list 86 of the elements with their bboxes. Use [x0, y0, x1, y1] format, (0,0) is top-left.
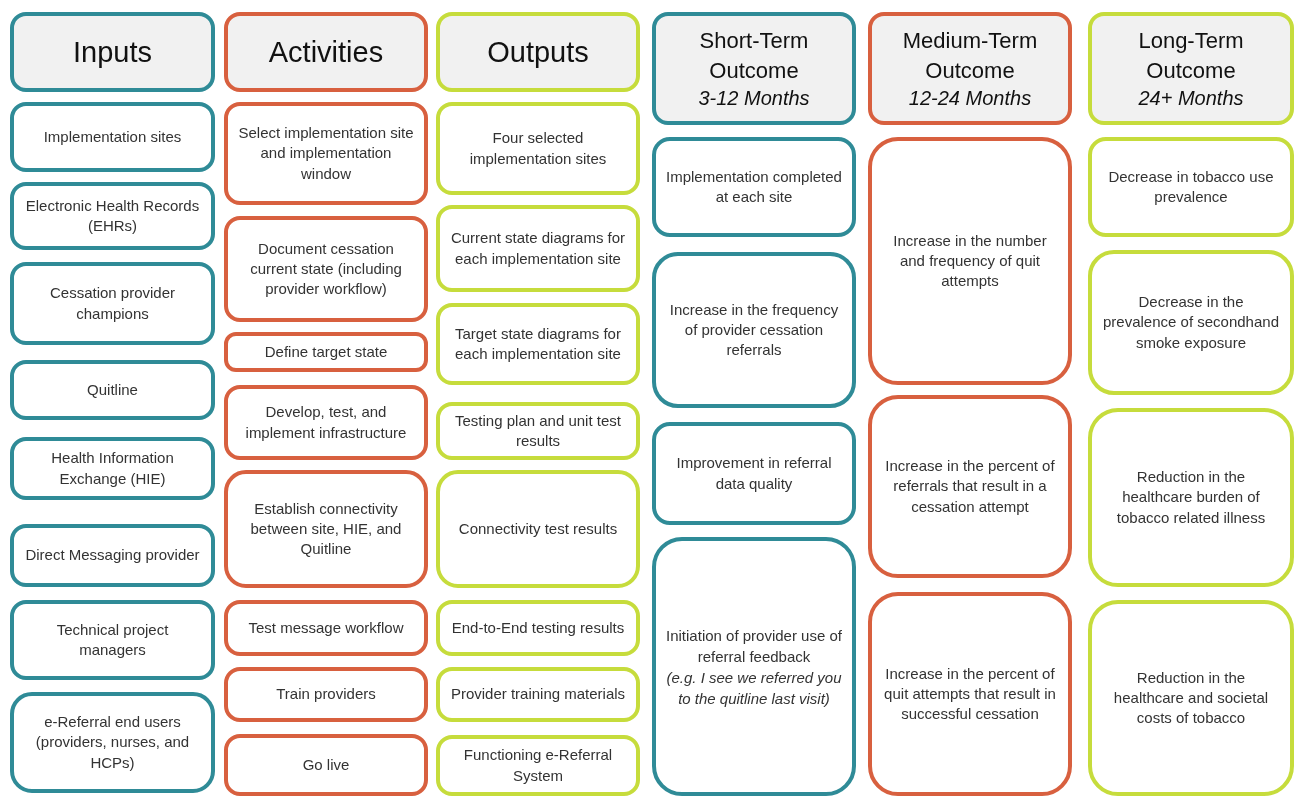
- outcome-box: [436, 402, 640, 460]
- box-text: Technical project managers: [55, 619, 170, 660]
- box-text: Four selected implementation sites: [468, 128, 608, 169]
- box-text: Cessation provider champions: [48, 283, 177, 324]
- column-title: Medium-Term Outcome: [901, 27, 1039, 85]
- outcome-box: [224, 470, 428, 588]
- column-header: [1088, 12, 1294, 125]
- box-text: Increase in the percent of quit attempts that result in successful cessation: [883, 663, 1057, 725]
- box-text: Define target state: [264, 341, 388, 362]
- outcome-box: [10, 182, 215, 250]
- column-title: Short-Term Outcome: [698, 27, 810, 85]
- outcome-box: [1088, 250, 1294, 395]
- box-text: Establish connectivity between site, HIE, and Quitline: [249, 498, 403, 560]
- outcome-box: [224, 734, 428, 796]
- box-text: Reduction in the healthcare and societal costs of tobacco: [1112, 667, 1270, 729]
- column-header: [10, 12, 215, 92]
- outcome-box: [10, 600, 215, 680]
- outcome-box: [224, 600, 428, 656]
- column-title: Outputs: [487, 34, 589, 70]
- outcome-box: [10, 262, 215, 345]
- outcome-box: [436, 303, 640, 385]
- outcome-box: [436, 102, 640, 195]
- outcome-box: [10, 524, 215, 587]
- outcome-box: [10, 692, 215, 793]
- outcome-box: [436, 600, 640, 656]
- outcome-box: [224, 667, 428, 722]
- box-text: Implementation sites: [43, 126, 182, 147]
- column-header: [436, 12, 640, 92]
- box-text: (e.g. I see we referred you to the quitline last visit): [665, 667, 843, 709]
- box-text: Electronic Health Records (EHRs): [24, 195, 201, 236]
- outcome-box: [224, 385, 428, 460]
- outcome-box: [652, 422, 856, 525]
- outcome-box: [436, 735, 640, 796]
- box-text: End-to-End testing results: [451, 617, 625, 638]
- column-title: Inputs: [73, 34, 152, 70]
- box-text: Decrease in tobacco use prevalence: [1107, 166, 1275, 207]
- box-text: Increase in the frequency of provider cessation referrals: [668, 299, 840, 361]
- outcome-box: [436, 667, 640, 722]
- box-text: Quitline: [87, 379, 138, 400]
- outcome-box: [652, 537, 856, 796]
- outcome-box: [436, 470, 640, 588]
- box-text: Increase in the percent of referrals that result in a cessation attempt: [884, 456, 1056, 517]
- column-header: [868, 12, 1072, 125]
- outcome-box: [224, 102, 428, 205]
- timeframe-label: 3-12 Months: [698, 85, 810, 111]
- outcome-box: [652, 252, 856, 408]
- box-text: Go live: [302, 754, 350, 775]
- box-text: Health Information Exchange (HIE): [50, 448, 175, 489]
- outcome-box: [868, 395, 1072, 578]
- box-text: Functioning e-Referral System: [462, 745, 614, 786]
- box-text: Provider training materials: [450, 684, 626, 705]
- box-text: Implementation completed at each site: [665, 166, 843, 207]
- box-text: Initiation of provider use of referral feedback: [665, 625, 843, 667]
- outcome-box: [868, 137, 1072, 385]
- box-text: Decrease in the prevalence of secondhand smoke exposure: [1102, 292, 1280, 353]
- outcome-box: [10, 102, 215, 172]
- box-text: e-Referral end users (providers, nurses, and HCPs): [34, 712, 191, 773]
- box-text: Reduction in the healthcare burden of tobacco related illness: [1115, 467, 1267, 528]
- outcome-box: [224, 332, 428, 372]
- outcome-box: [1088, 600, 1294, 796]
- timeframe-label: 24+ Months: [1138, 85, 1244, 111]
- box-text: Document cessation current state (including provider workflow): [249, 238, 403, 300]
- box-text: Test message workflow: [248, 617, 404, 638]
- box-text: Direct Messaging provider: [25, 545, 200, 566]
- box-text: Target state diagrams for each implementation site: [454, 323, 622, 364]
- box-text: Select implementation site and implementation window: [237, 123, 415, 184]
- outcome-box: [1088, 137, 1294, 237]
- box-text: Testing plan and unit test results: [454, 410, 622, 451]
- outcome-box: [868, 592, 1072, 796]
- box-text: Improvement in referral data quality: [675, 453, 833, 494]
- outcome-box: [224, 216, 428, 322]
- outcome-box: [10, 360, 215, 420]
- box-text: Connectivity test results: [458, 518, 618, 539]
- box-text: Develop, test, and implement infrastructure: [244, 402, 408, 443]
- timeframe-label: 12-24 Months: [908, 85, 1032, 111]
- column-header: [224, 12, 428, 92]
- column-header: [652, 12, 856, 125]
- box-text: Increase in the number and frequency of quit attempts: [892, 230, 1048, 292]
- outcome-box: [436, 205, 640, 292]
- outcome-box: [10, 437, 215, 500]
- box-text: Train providers: [276, 684, 376, 705]
- outcome-box: [1088, 408, 1294, 587]
- column-title: Long-Term Outcome: [1137, 27, 1245, 85]
- box-text: Current state diagrams for each implementation site: [449, 228, 627, 269]
- column-title: Activities: [268, 34, 384, 70]
- outcome-box: [652, 137, 856, 237]
